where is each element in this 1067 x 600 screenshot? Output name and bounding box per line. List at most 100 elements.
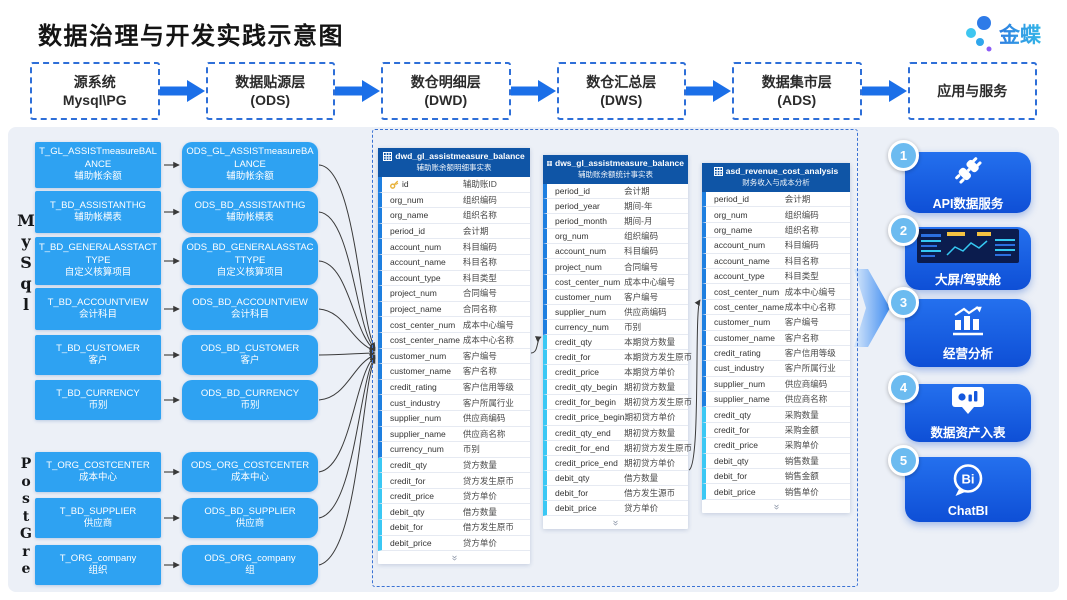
field-name: cost_center_name <box>390 335 463 345</box>
app-badge-5: 5 <box>888 445 919 476</box>
box-desc: 供应商 <box>83 518 113 529</box>
field-name-text: credit_qty <box>555 336 592 347</box>
table-name-text: dws_gl_assistmeasure_balance <box>555 158 684 168</box>
field-name: debit_price <box>714 487 785 497</box>
field-name-text: credit_rating <box>714 348 761 359</box>
db-letter: t <box>22 508 30 525</box>
box-desc: 组织 <box>88 565 108 576</box>
screen-icon <box>949 386 987 419</box>
field-name: account_num <box>555 246 624 256</box>
box-desc: 客户 <box>240 355 260 366</box>
field-name: account_num <box>390 242 463 252</box>
field-name: credit_rating <box>714 348 785 358</box>
field-desc: 贷方单价 <box>624 503 659 514</box>
box-desc: 成本中心 <box>78 472 117 483</box>
field-desc: 借方数量 <box>462 506 497 517</box>
box-name: ODS_BD_ACCOUNTVIEW <box>192 296 308 308</box>
field-name: period_id <box>555 186 624 196</box>
field-name-text: supplier_num <box>555 306 607 317</box>
field-desc: 贷方单价 <box>462 537 497 548</box>
table-subtitle: 财务收入与成本分析 <box>742 178 810 187</box>
field-name: cost_center_num <box>555 277 624 287</box>
field-name-text: credit_for <box>390 475 426 486</box>
flow-arrow <box>510 79 557 103</box>
field-name: credit_qty <box>555 337 624 347</box>
to-apps-arrow-icon <box>854 269 890 347</box>
box-desc: 辅助帐横表 <box>226 212 274 223</box>
field-name: org_num <box>390 195 463 205</box>
flow-arrow-icon <box>861 80 907 102</box>
field-name-text: supplier_name <box>714 394 770 405</box>
box-name: ODS_BD_CUSTOMER <box>200 342 300 354</box>
field-desc: 客户名称 <box>784 332 819 343</box>
field-desc: 采购金额 <box>784 425 819 436</box>
field-name-text: debit_qty <box>714 455 749 466</box>
db-letter: e <box>21 561 31 577</box>
field-name-text: period_id <box>714 194 749 205</box>
box-name: T_BD_ACCOUNTVIEW <box>47 296 149 308</box>
field-name: account_num <box>714 240 785 250</box>
box-name: ODS_GL_ASSISTmeasureBALANCE <box>186 146 314 170</box>
field-name: credit_qty <box>714 410 785 420</box>
table-name-text: asd_revenue_cost_analysis <box>725 166 839 176</box>
field-name-text: customer_name <box>714 332 775 343</box>
field-name-text: org_name <box>714 224 753 235</box>
field-desc: 供应商名称 <box>784 394 828 405</box>
field-name-text: currency_num <box>555 321 609 332</box>
more-rows-icon: » <box>770 504 782 509</box>
field-name-text: account_name <box>714 255 770 266</box>
field-name: org_num <box>555 231 624 241</box>
field-name-text: account_type <box>390 272 441 283</box>
field-name: credit_price <box>555 367 624 377</box>
field-name: debit_price <box>555 503 624 513</box>
field-name-text: customer_name <box>390 366 451 377</box>
field-name: customer_num <box>390 351 463 361</box>
db-letter: s <box>22 491 30 507</box>
field-desc: 贷方发生原币 <box>462 475 514 486</box>
field-name-text: cust_industry <box>390 397 441 408</box>
field-desc: 成本中心编号 <box>624 276 676 287</box>
db-letter: P <box>20 456 32 472</box>
field-name-text: debit_price <box>714 486 756 497</box>
field-desc: 客户名称 <box>462 366 497 377</box>
box-name: ODS_ORG_company <box>204 552 296 564</box>
field-desc: 组织编码 <box>784 209 819 220</box>
field-name-text: period_year <box>555 201 600 212</box>
app-box-3: 经营分析 <box>905 299 1031 367</box>
box-name: ODS_ORG_COSTCENTER <box>190 459 310 471</box>
field-desc: 借方发生原币 <box>462 522 514 533</box>
app-badge-2: 2 <box>888 215 919 246</box>
field-name-text: cust_industry <box>714 363 765 374</box>
field-name: supplier_name <box>390 429 463 439</box>
field-name: account_name <box>714 256 785 266</box>
field-name-text: account_num <box>555 246 607 257</box>
field-desc: 期初贷方单价 <box>624 412 676 423</box>
box-name: T_ORG_company <box>59 552 137 564</box>
table-row: customer_name 客户名称 <box>378 364 530 380</box>
box-desc: 自定义核算项目 <box>64 267 132 279</box>
stage-box-6: 应用与服务 <box>907 62 1037 120</box>
table-subtitle: 辅助账余额统计事实表 <box>578 170 653 179</box>
more-rows-icon: » <box>610 520 621 525</box>
field-name-text: account_num <box>390 241 442 252</box>
